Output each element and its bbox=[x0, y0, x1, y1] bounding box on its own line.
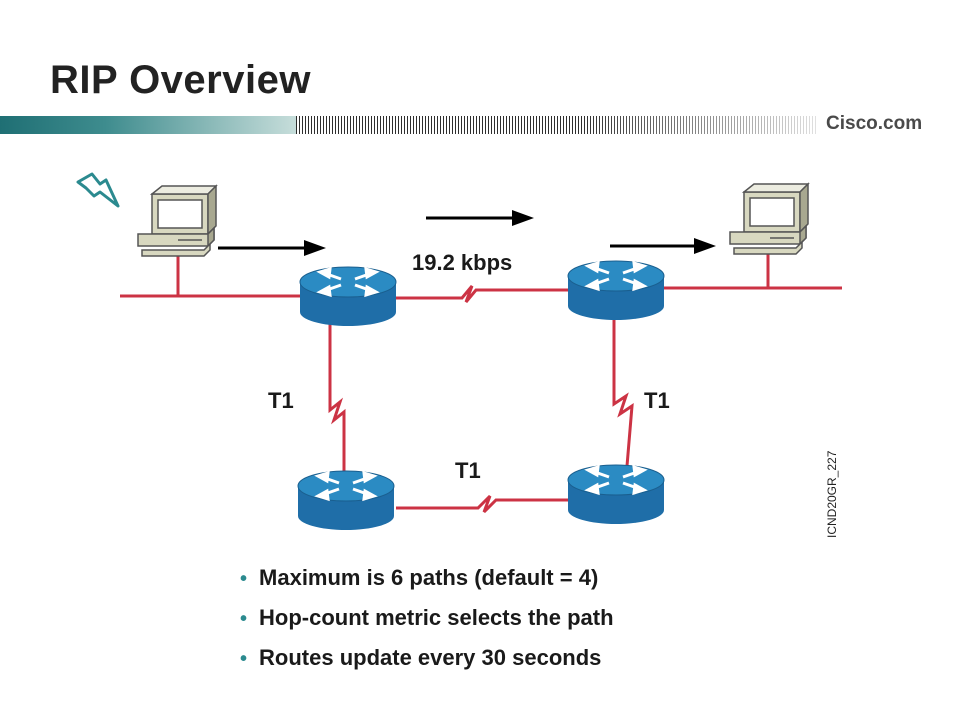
bullet-marker: • bbox=[240, 568, 248, 590]
router-icon bbox=[298, 265, 398, 328]
pc-icon bbox=[729, 183, 809, 255]
link-bottom-t1 bbox=[396, 494, 568, 514]
brand-logo: Cisco.com bbox=[826, 113, 923, 134]
header-band-stripes bbox=[296, 116, 816, 134]
router-icon bbox=[296, 469, 396, 532]
link-left-t1 bbox=[328, 322, 346, 484]
slide-title: RIP Overview bbox=[50, 58, 311, 102]
link-label-top: 19.2 kbps bbox=[412, 250, 512, 275]
arrow-right-icon bbox=[218, 240, 326, 256]
bullet-item: • Hop-count metric selects the path bbox=[240, 605, 614, 631]
bullet-text: Routes update every 30 seconds bbox=[259, 645, 602, 670]
bullet-text: Maximum is 6 paths (default = 4) bbox=[259, 565, 599, 590]
router-icon bbox=[566, 463, 666, 526]
arrow-right-icon bbox=[426, 210, 534, 226]
network-diagram: 19.2 kbps T1 T1 T1 ICND20GR_227 bbox=[76, 172, 842, 538]
bullet-item: • Routes update every 30 seconds bbox=[240, 645, 614, 671]
pc-icon bbox=[137, 185, 217, 257]
arrow-right-icon bbox=[610, 238, 716, 254]
bullet-item: • Maximum is 6 paths (default = 4) bbox=[240, 565, 614, 591]
link-label-bottom: T1 bbox=[455, 458, 481, 483]
router-icon bbox=[566, 259, 666, 322]
link-label-right: T1 bbox=[644, 388, 670, 413]
link-right-t1 bbox=[612, 316, 634, 479]
bullet-list: • Maximum is 6 paths (default = 4) • Hop-c… bbox=[240, 565, 614, 685]
bullet-text: Hop-count metric selects the path bbox=[259, 605, 614, 630]
lightning-icon bbox=[76, 172, 120, 208]
header-band bbox=[0, 116, 960, 134]
link-label-left: T1 bbox=[268, 388, 294, 413]
figure-code: ICND20GR_227 bbox=[825, 450, 839, 538]
header-band-gradient bbox=[0, 116, 300, 134]
bullet-marker: • bbox=[240, 648, 248, 670]
link-top-slow bbox=[396, 285, 568, 303]
bullet-marker: • bbox=[240, 608, 248, 630]
